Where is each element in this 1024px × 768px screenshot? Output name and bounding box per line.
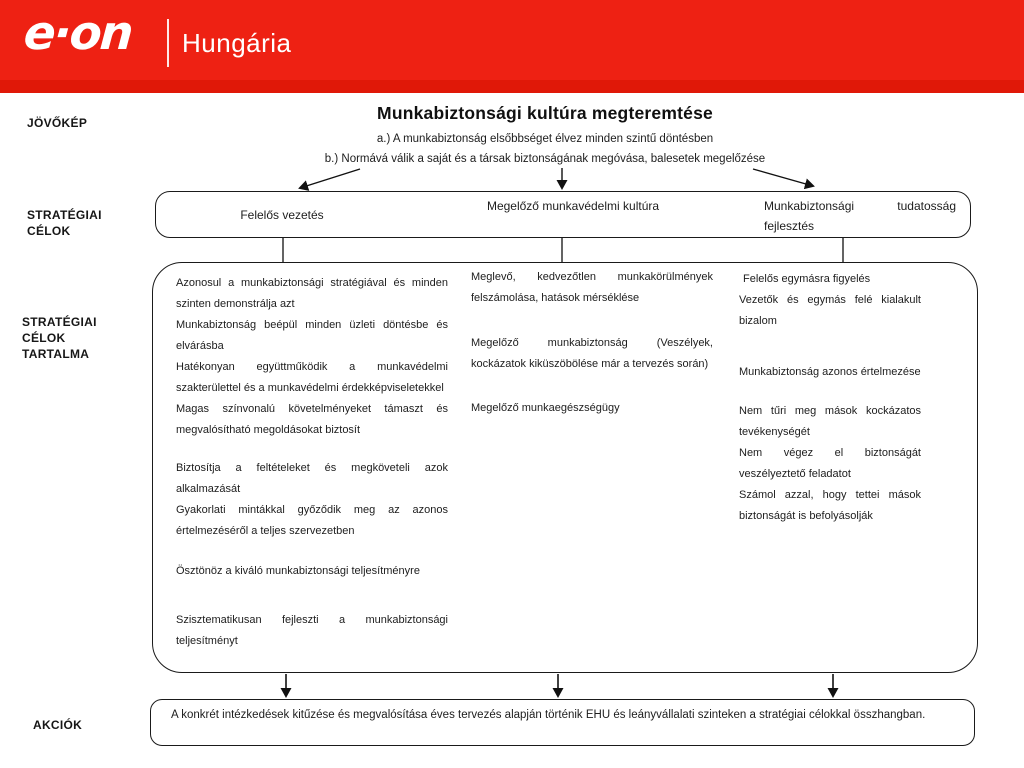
arrow-vision-to-goal-left xyxy=(298,168,361,191)
eon-logo: e·on xyxy=(22,6,134,61)
vision-line-b: b.) Normává válik a saját és a társak bi… xyxy=(324,153,766,165)
goal-detail-item: Hatékonyan együttműködik a munkavédelmi … xyxy=(176,361,448,394)
logo-divider xyxy=(167,19,169,67)
row-label-vision: JÖVŐKÉP xyxy=(27,116,88,130)
goal-detail-item: Magas színvonalú követelményeket támaszt… xyxy=(176,403,448,436)
goal-detail-item: Azonosul a munkabiztonsági stratégiával … xyxy=(176,277,448,310)
goal-detail-item: Ösztönöz a kiváló munkabiztonsági teljes… xyxy=(176,565,420,577)
actions-text: A konkrét intézkedések kitűzése és megva… xyxy=(171,709,926,721)
goals-content-box: Azonosul a munkabiztonsági stratégiával … xyxy=(152,262,978,673)
goal-detail-item: Megelőző munkabiztonság (Veszélyek, kock… xyxy=(471,337,713,370)
row-label-goals-content: STRATÉGIAI CÉLOK TARTALMA xyxy=(22,315,97,361)
goal-detail-item: Meglevő, kedvezőtlen munkakörülmények fe… xyxy=(471,271,713,304)
actions-box: A konkrét intézkedések kitűzése és megva… xyxy=(150,699,975,746)
content-column-3: Felelős egymásra figyelés Vezetők és egy… xyxy=(739,269,921,527)
vision-block: Munkabiztonsági kultúra megteremtése a.)… xyxy=(155,103,935,165)
goal-safety-awareness: Munkabiztonsági tudatosság fejlesztés xyxy=(764,199,956,233)
arrow-vision-to-goal-right xyxy=(752,168,815,190)
goal-detail-item: Számol azzal, hogy tettei mások biztonsá… xyxy=(739,489,921,522)
goal-detail-item: Nem tűri meg mások kockázatos tevékenysé… xyxy=(739,405,921,438)
goal-detail-item: Nem végez el biztonságát veszélyeztető f… xyxy=(739,447,921,480)
goal-responsible-leadership: Felelős vezetés xyxy=(240,207,324,222)
goal-detail-item: Munkabiztonság azonos értelmezése xyxy=(739,366,921,378)
vision-line-a: a.) A munkabiztonság elsőbbséget élvez m… xyxy=(376,133,714,145)
goal-detail-item: Felelős egymásra figyelés xyxy=(743,273,871,285)
goal-preventive-culture: Megelőző munkavédelmi kultúra xyxy=(486,199,660,213)
row-label-goals: STRATÉGIAI CÉLOK xyxy=(27,208,102,238)
goal-detail-item: Vezetők és egymás felé kialakult bizalom xyxy=(739,294,921,327)
strategic-goals-box: Felelős vezetés Megelőző munkavédelmi ku… xyxy=(155,191,971,238)
goal-detail-item: Munkabiztonság beépül minden üzleti dönt… xyxy=(176,319,448,352)
content-column-2: Meglevő, kedvezőtlen munkakörülmények fe… xyxy=(471,267,713,419)
header-bar: e·on Hungária xyxy=(0,0,1024,93)
goal-detail-item: Biztosítja a feltételeket és megköveteli… xyxy=(176,462,448,495)
content-column-1: Azonosul a munkabiztonsági stratégiával … xyxy=(176,273,448,652)
row-label-actions: AKCIÓK xyxy=(33,718,83,732)
goal-detail-item: Szisztematikusan fejleszti a munkabizton… xyxy=(176,614,448,647)
goal-detail-item: Megelőző munkaegészségügy xyxy=(471,402,620,414)
goal-detail-item: Gyakorlati mintákkal győződik meg az azo… xyxy=(176,504,448,537)
subbrand-label: Hungária xyxy=(182,28,292,58)
page-title: Munkabiztonsági kultúra megteremtése xyxy=(377,103,713,123)
